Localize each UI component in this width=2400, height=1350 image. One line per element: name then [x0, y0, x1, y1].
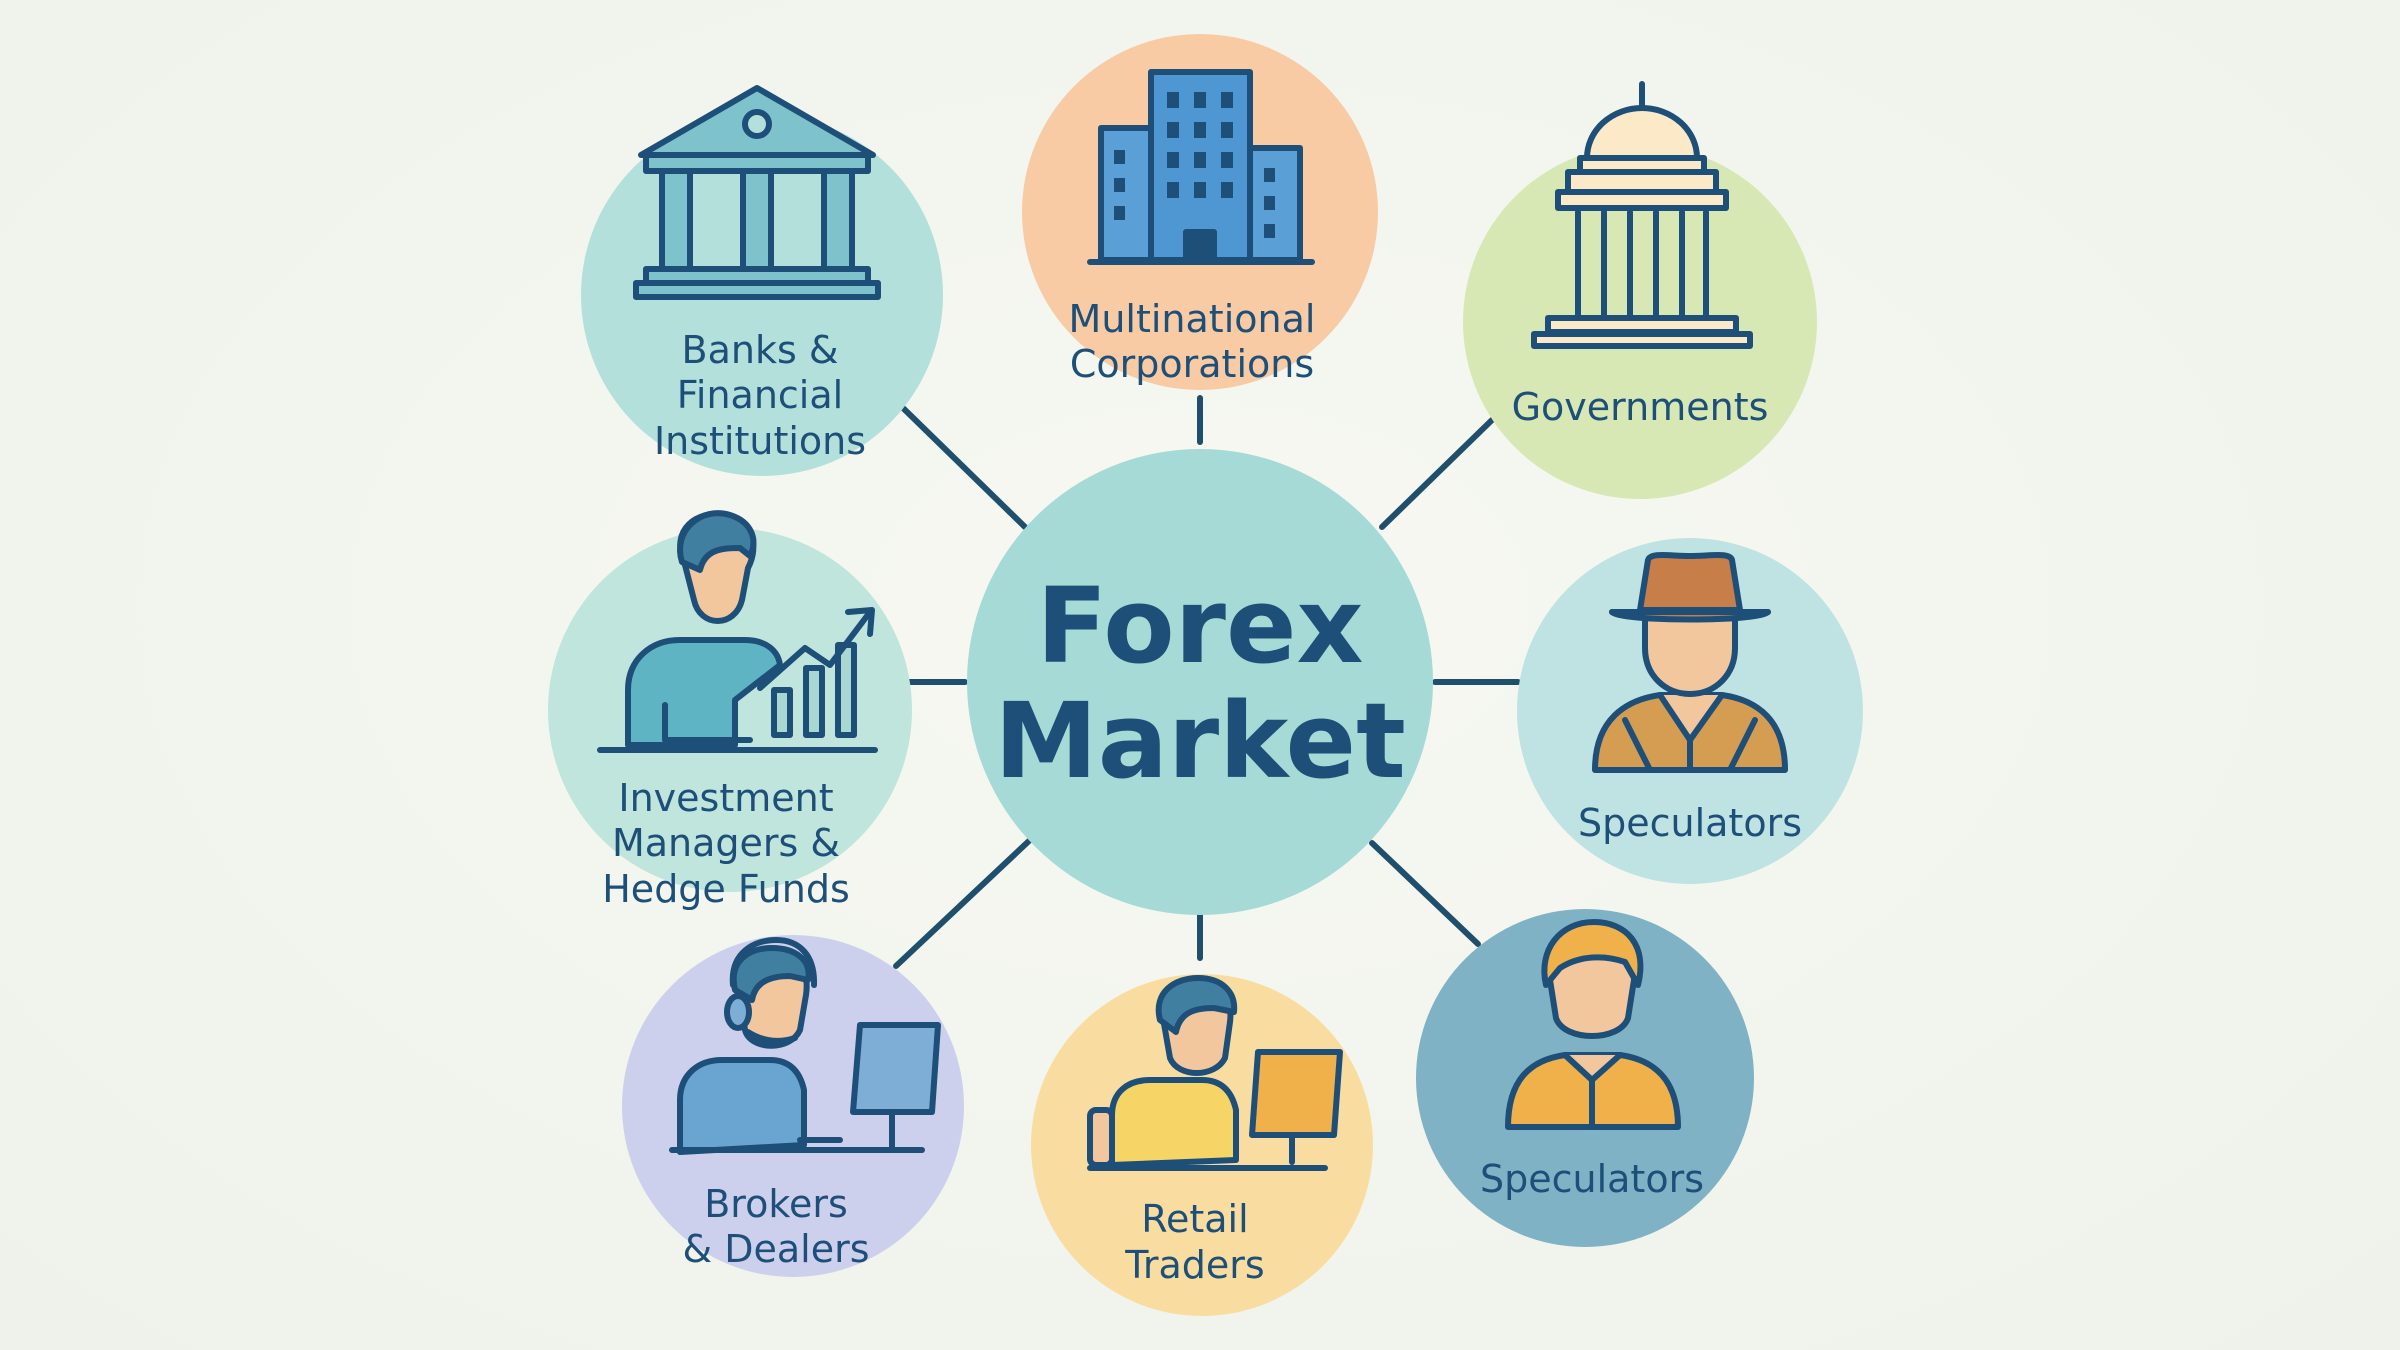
forex-market-hub: Forex Market	[967, 449, 1433, 915]
connector-brokers	[893, 837, 1033, 969]
node-investment-label-2: Managers &	[612, 821, 840, 865]
connector-governments	[1379, 417, 1495, 530]
node-investment-label-3: Hedge Funds	[602, 867, 850, 911]
bank-building-icon	[633, 85, 881, 300]
connector-banks	[900, 405, 1028, 530]
computer-trader-icon	[1087, 975, 1343, 1171]
person-icon	[1505, 919, 1681, 1130]
node-speculators-person: Speculators	[1416, 909, 1754, 1247]
node-retail-label-1: Retail	[1141, 1197, 1248, 1241]
node-retail-label-2: Traders	[1124, 1243, 1264, 1287]
analyst-chart-icon	[597, 510, 878, 753]
node-banks-label-3: Institutions	[654, 419, 866, 463]
node-governments: Governments	[1463, 81, 1817, 499]
node-banks-label-2: Financial	[677, 373, 843, 417]
node-banks-label-1: Banks &	[682, 328, 839, 372]
node-banks: Banks & Financial Institutions	[581, 85, 943, 476]
node-multinational-label-2: Corporations	[1070, 342, 1314, 386]
node-brokers-label-2: & Dealers	[683, 1227, 870, 1271]
node-investment-label-1: Investment	[618, 776, 833, 820]
headset-person-icon	[669, 937, 941, 1155]
node-speculators-hat: Speculators	[1517, 538, 1863, 884]
capitol-dome-icon	[1531, 81, 1753, 349]
node-retail: Retail Traders	[1031, 974, 1373, 1316]
node-brokers: Brokers & Dealers	[622, 935, 964, 1277]
node-speculators-hat-label-1: Speculators	[1578, 801, 1802, 845]
office-buildings-icon	[1087, 69, 1315, 265]
node-multinational-label-1: Multinational	[1069, 297, 1316, 341]
node-brokers-label-1: Brokers	[704, 1182, 848, 1226]
hat-person-icon	[1592, 552, 1788, 773]
connector-speculators-person	[1369, 840, 1481, 947]
node-speculators-person-label-1: Speculators	[1480, 1157, 1704, 1201]
hub-circle	[967, 449, 1433, 915]
node-investment: Investment Managers & Hedge Funds	[548, 510, 912, 911]
hub-title-line1: Forex	[1036, 565, 1363, 687]
connector-lines	[889, 395, 1521, 969]
hub-title-line2: Market	[994, 680, 1406, 802]
node-governments-label-1: Governments	[1512, 385, 1769, 429]
node-multinational: Multinational Corporations	[1022, 34, 1378, 390]
